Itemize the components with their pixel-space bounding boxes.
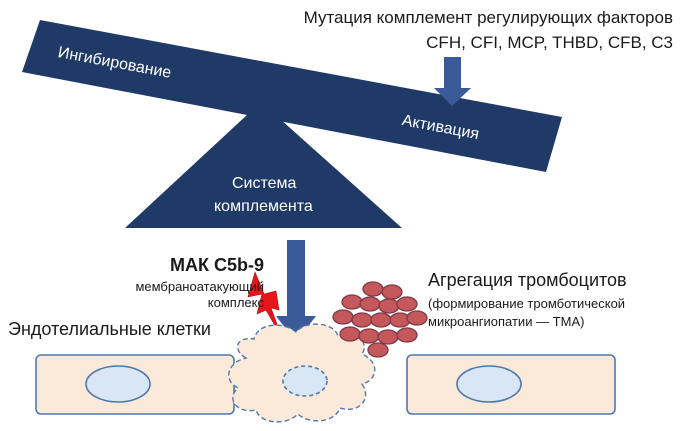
platelet xyxy=(341,294,363,310)
platelet xyxy=(351,312,373,328)
balance-beam xyxy=(22,20,562,172)
platelet xyxy=(396,296,418,312)
mak-subtitle-line1: мембраноатакующий xyxy=(135,279,264,294)
attack-arrow-head xyxy=(276,316,316,342)
fulcrum-triangle xyxy=(125,102,402,228)
mutation-arrow-shaft xyxy=(444,57,461,88)
cell-nucleus-left xyxy=(85,365,151,403)
mak-subtitle-line2: комплекс xyxy=(207,295,264,310)
platelet xyxy=(359,296,381,312)
platelet xyxy=(370,312,392,328)
platelet xyxy=(332,309,354,325)
platelet xyxy=(378,298,400,314)
platelet xyxy=(396,327,418,343)
platelet xyxy=(381,284,403,300)
platelet xyxy=(377,329,399,345)
aggregation-subtitle-line2: микроангиопатии — ТМА) xyxy=(428,314,585,329)
aggregation-subtitle-line1: (формирование тромботической xyxy=(428,296,626,311)
mutation-arrow-head xyxy=(434,88,471,106)
fulcrum-label-line1: Система xyxy=(232,175,297,192)
platelet-cluster-icon xyxy=(332,281,428,358)
mutation-title: Мутация комплемент регулирующих факторов xyxy=(303,8,673,27)
attack-arrow-shaft xyxy=(287,240,305,316)
mutation-factors: CFH, CFI, MCP, THBD, CFB, C3 xyxy=(426,33,673,52)
cell-nucleus-right xyxy=(456,365,522,403)
platelet xyxy=(362,281,384,297)
fulcrum-label-line2: комплемента xyxy=(214,198,313,215)
platelet xyxy=(367,342,389,358)
aggregation-title: Агрегация тромбоцитов xyxy=(428,270,627,290)
damaged-cell-nucleus xyxy=(282,365,328,397)
platelet xyxy=(358,328,380,344)
endothelial-cells-label: Эндотелиальные клетки xyxy=(8,319,211,339)
mak-title: МАК C5b-9 xyxy=(170,255,264,275)
platelet xyxy=(339,326,361,342)
platelet xyxy=(406,310,428,326)
